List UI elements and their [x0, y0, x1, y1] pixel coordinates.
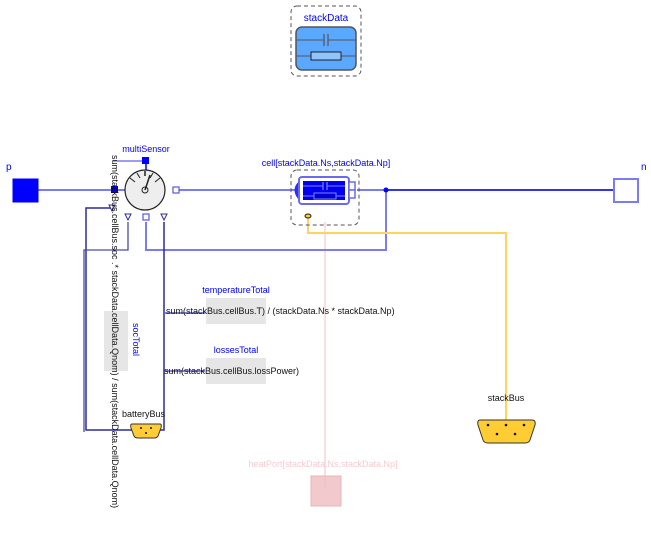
sensor-signal-to-bus-line-3[interactable]: [150, 222, 165, 431]
heat-port-component[interactable]: heatPort[stackData.Ns,stackData.Np]: [248, 459, 398, 507]
port-n[interactable]: n: [613, 162, 647, 203]
soc-total-label: socTotal: [131, 323, 141, 356]
multi-sensor-label: multiSensor: [122, 144, 170, 154]
gauge-sensor-icon: [108, 157, 180, 222]
electric-line-node-sensor-return[interactable]: [145, 190, 387, 251]
losses-total-block: [206, 358, 266, 384]
soc-total-expression: sum(stackBus.cellBus.soc .* stackData.ce…: [110, 155, 120, 508]
heat-port-label: heatPort[stackData.Ns,stackData.Np]: [248, 459, 397, 469]
multi-sensor-component[interactable]: multiSensor: [108, 144, 180, 222]
soc-total-component[interactable]: socTotal sum(stackBus.cellBus.soc .* sta…: [104, 155, 141, 508]
cell-selection-frame: [290, 169, 360, 226]
port-n-label: n: [641, 162, 647, 173]
losses-total-label: lossesTotal: [214, 345, 259, 355]
battery-bus-label: batteryBus: [122, 409, 166, 419]
sensor-signal-to-bus-line-2[interactable]: [83, 222, 129, 432]
battery-cell-icon: [294, 176, 356, 219]
negative-pin-icon: [613, 178, 639, 203]
port-p-label: p: [6, 162, 12, 173]
soc-total-block: [104, 311, 128, 371]
stack-data-label: stackData: [304, 13, 349, 24]
temperature-total-label: temperatureTotal: [202, 285, 270, 295]
record-capacitor-resistor-icon: [295, 26, 357, 71]
losses-total-expression: sum(stackBus.cellBus.lossPower): [164, 366, 299, 376]
stack-bus-component[interactable]: stackBus: [477, 393, 536, 444]
heat-port-icon: [310, 475, 342, 507]
bus-connector-icon: [477, 419, 536, 444]
stack-bus-line[interactable]: [307, 218, 507, 420]
bus-connector-icon: [130, 423, 162, 439]
connection-node: [383, 187, 389, 193]
cell-label: cell[stackData.Ns,stackData.Np]: [262, 158, 391, 168]
stack-bus-label: stackBus: [488, 393, 525, 403]
cell-component[interactable]: cell[stackData.Ns,stackData.Np]: [262, 158, 391, 226]
sensor-signal-to-bus-line-1[interactable]: [85, 207, 140, 431]
battery-bus-component[interactable]: batteryBus: [122, 409, 166, 439]
positive-pin-icon: [12, 178, 39, 203]
port-p[interactable]: p: [6, 162, 39, 203]
stack-data-component[interactable]: stackData: [290, 5, 362, 77]
temperature-total-expression: sum(stackBus.cellBus.T) / (stackData.Ns …: [166, 306, 395, 316]
losses-total-component[interactable]: lossesTotal sum(stackBus.cellBus.lossPow…: [164, 345, 299, 384]
temperature-total-block: [206, 298, 266, 324]
stack-data-selection-frame: [290, 5, 362, 77]
temperature-total-component[interactable]: temperatureTotal sum(stackBus.cellBus.T)…: [166, 285, 395, 324]
